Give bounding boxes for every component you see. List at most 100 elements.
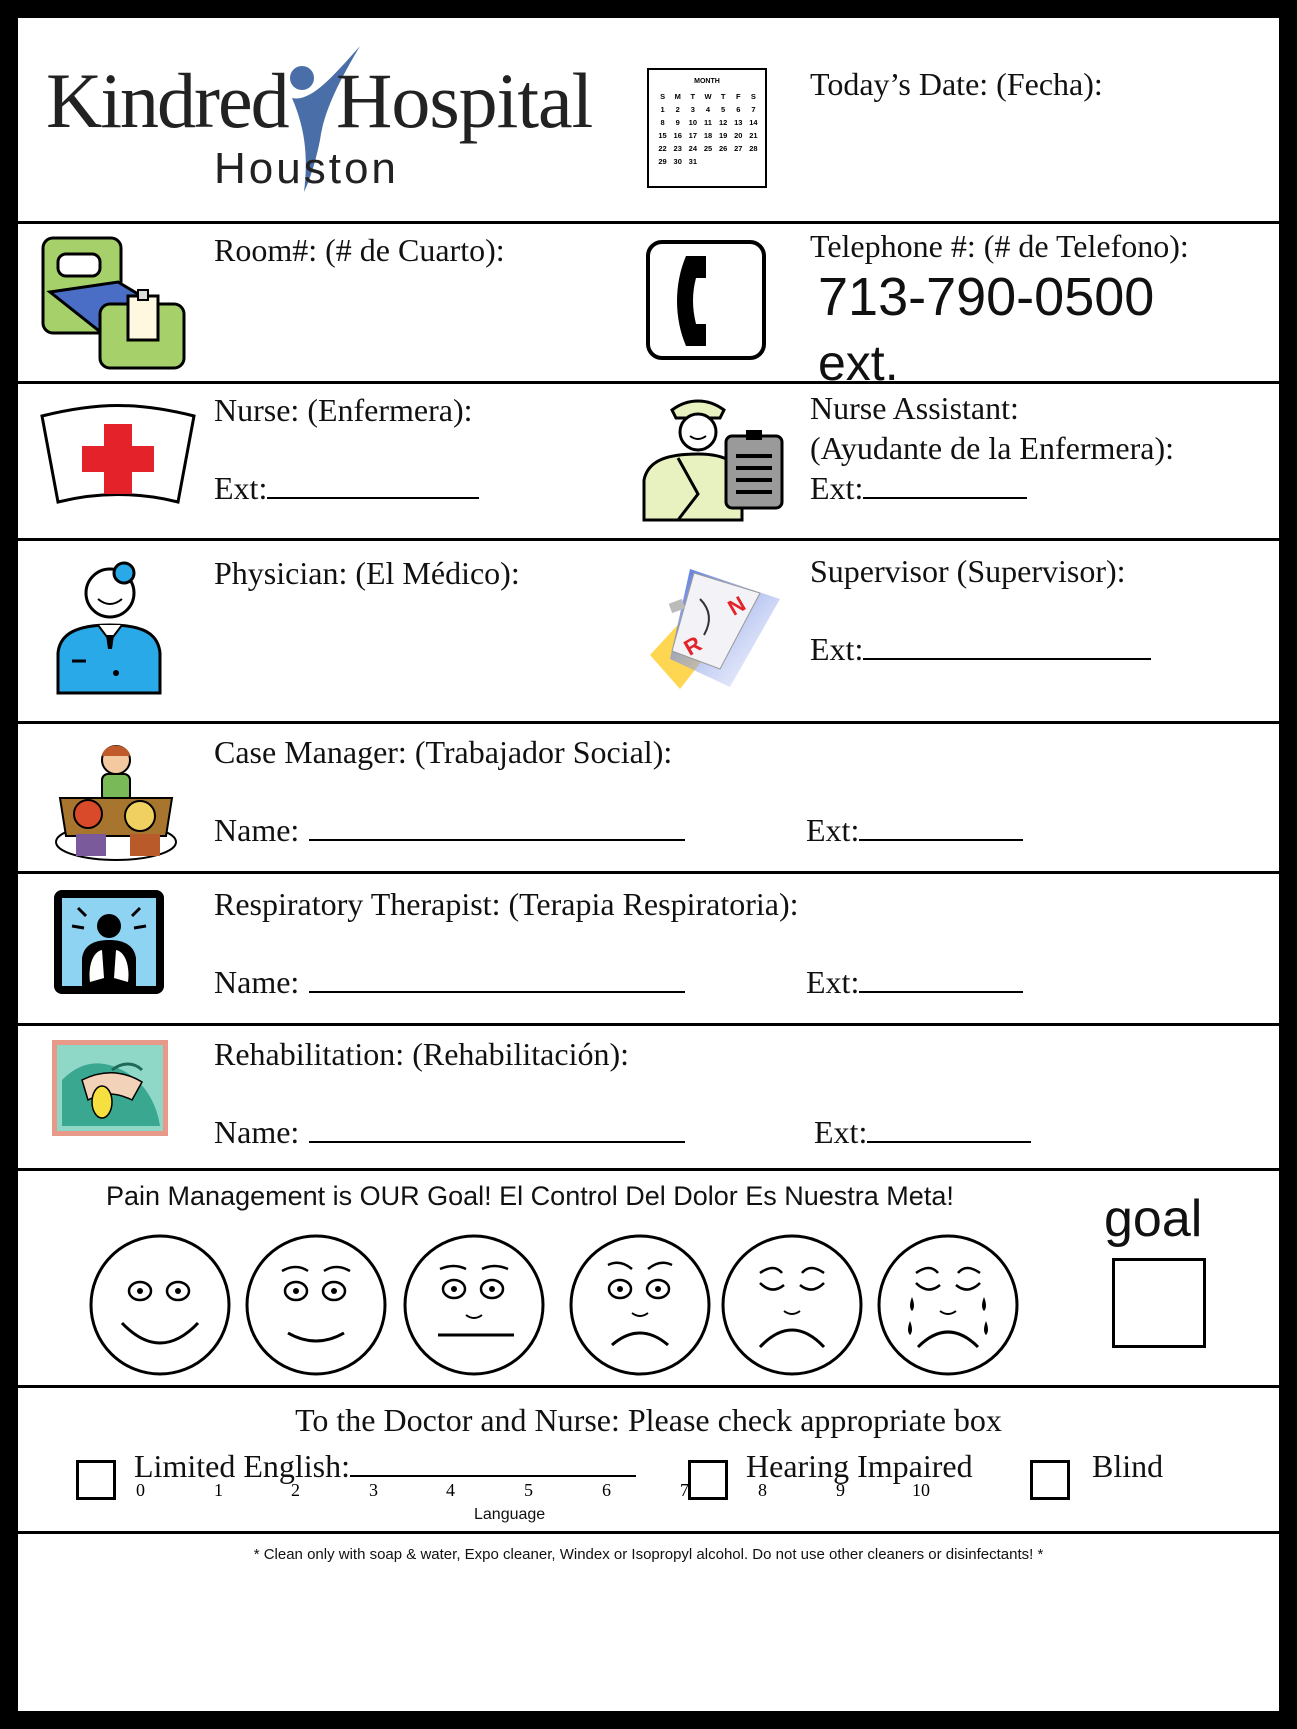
calendar-cell: 6: [736, 105, 741, 114]
calendar-cell: T: [720, 92, 726, 101]
case-manager-icon: [55, 745, 177, 861]
calendar-cell: 13: [734, 118, 743, 127]
case-manager-ext: Ext:: [806, 812, 1024, 849]
physician-row: Physician: (El Médico): R N Supervisor (…: [18, 538, 1279, 721]
rehab-name-line[interactable]: [309, 1115, 686, 1143]
pain-scale-number: 8: [758, 1480, 767, 1500]
calendar-cell: 23: [673, 144, 682, 153]
calendar-cell: 21: [749, 131, 758, 140]
limited-english-checkbox[interactable]: [76, 1460, 116, 1500]
nurse-ext-label: Ext:: [214, 470, 268, 506]
hospital-bed-icon: [41, 236, 186, 370]
limited-english: Limited English:: [134, 1448, 636, 1485]
pain-scale-number: 1: [214, 1480, 223, 1500]
rehab-name: Name:: [214, 1114, 686, 1151]
nurse-ext-line[interactable]: [267, 471, 480, 499]
hearing-impaired-label: Hearing Impaired: [746, 1448, 973, 1484]
nurse-cap-icon: [40, 404, 196, 504]
case-manager-ext-label: Ext:: [806, 812, 860, 848]
face-2-icon: [245, 1234, 387, 1376]
supervisor-ext-line[interactable]: [863, 632, 1152, 660]
hearing-impaired-checkbox[interactable]: [688, 1460, 728, 1500]
nurse-assistant-ext-label: Ext:: [810, 470, 864, 506]
respiratory-ext-line[interactable]: [859, 965, 1024, 993]
respiratory-row: Respiratory Therapist: (Terapia Respirat…: [18, 871, 1279, 1023]
calendar-cell: [731, 155, 746, 168]
pain-scale-number: 10: [912, 1480, 930, 1500]
logo-figure-icon: [290, 46, 360, 192]
calendar-cell: 12: [718, 118, 728, 127]
face-8-icon: [721, 1234, 863, 1376]
calendar-cell: 16: [673, 131, 682, 140]
telephone-number: 713-790-0500: [818, 267, 1155, 327]
pain-scale-number: 0: [136, 1480, 145, 1500]
nurse-label: Nurse: (Enfermera):: [214, 392, 473, 428]
calendar-cell: 22: [658, 144, 667, 153]
calendar-cell: 14: [749, 118, 758, 127]
logo-word-kindred: Kindred: [46, 57, 290, 144]
case-manager-name-line[interactable]: [309, 813, 686, 841]
supervisor-ext: Ext:: [810, 631, 1152, 668]
calendar-month-label: MONTH: [694, 78, 720, 85]
case-manager-ext-line[interactable]: [859, 813, 1024, 841]
supervisor-ext-label: Ext:: [810, 631, 864, 667]
calendar-cell: W: [704, 92, 712, 101]
calendar-cell: 20: [734, 131, 743, 140]
physician-label: Physician: (El Médico):: [214, 555, 520, 591]
calendar-cell: 9: [675, 118, 680, 127]
logo-city: Houston: [214, 144, 399, 193]
pain-scale-number: 6: [602, 1480, 611, 1500]
calendar-cell: 2: [675, 105, 680, 114]
rn-badge-icon: R N: [650, 569, 780, 689]
rehab-name-label: Name:: [214, 1114, 300, 1150]
checks-title: To the Doctor and Nurse: Please check ap…: [295, 1402, 1002, 1438]
calendar-cell: 27: [734, 144, 743, 153]
calendar-cell: 19: [718, 131, 728, 140]
pain-scale-number: 2: [291, 1480, 300, 1500]
goal-label: goal: [1104, 1190, 1203, 1248]
calendar-cell: 5: [721, 105, 726, 114]
face-6-icon: [569, 1234, 711, 1376]
nurse-assistant-label-1: Nurse Assistant:: [810, 390, 1019, 426]
telephone-icon: [646, 240, 766, 360]
calendar-cell: 8: [660, 118, 665, 127]
calendar-cell: 17: [688, 131, 698, 140]
goal-checkbox[interactable]: [1112, 1258, 1206, 1348]
respiratory-ext-label: Ext:: [806, 964, 860, 1000]
respiratory-name-line[interactable]: [309, 965, 686, 993]
rehab-ext-line[interactable]: [867, 1115, 1032, 1143]
calendar-cell: M: [674, 92, 681, 101]
language-label: Language: [474, 1506, 546, 1523]
face-4-icon: [403, 1234, 545, 1376]
calendar-cell: 28: [749, 144, 758, 153]
face-0-icon: [89, 1234, 231, 1376]
logo-word-hospital: Hospital: [336, 57, 593, 144]
calendar-cell: F: [735, 92, 741, 101]
footer-row: * Clean only with soap & water, Expo cle…: [18, 1531, 1279, 1711]
calendar-cell: S: [660, 92, 666, 101]
calendar-cell: 31: [688, 157, 698, 166]
pain-scale-number: 5: [524, 1480, 533, 1500]
nurse-assistant-icon: [642, 399, 784, 522]
cleaning-note: * Clean only with soap & water, Expo cle…: [253, 1546, 1044, 1563]
case-manager-name-label: Name:: [214, 812, 300, 848]
case-manager-name: Name:: [214, 812, 686, 849]
calendar-cell: 25: [703, 144, 713, 153]
calendar-cell: [700, 155, 715, 168]
nurse-assistant-ext-line[interactable]: [863, 471, 1028, 499]
todays-date-label: Today’s Date: (Fecha):: [810, 66, 1103, 102]
calendar-cell: 10: [688, 118, 698, 127]
pain-title: Pain Management is OUR Goal! El Control …: [106, 1181, 954, 1211]
calendar-cell: 30: [673, 157, 682, 166]
pain-row: Pain Management is OUR Goal! El Control …: [18, 1168, 1279, 1385]
checks-row: To the Doctor and Nurse: Please check ap…: [18, 1385, 1279, 1531]
blind-checkbox[interactable]: [1030, 1460, 1070, 1500]
calendar-cell: S: [750, 92, 756, 101]
limited-english-line[interactable]: [349, 1449, 636, 1477]
